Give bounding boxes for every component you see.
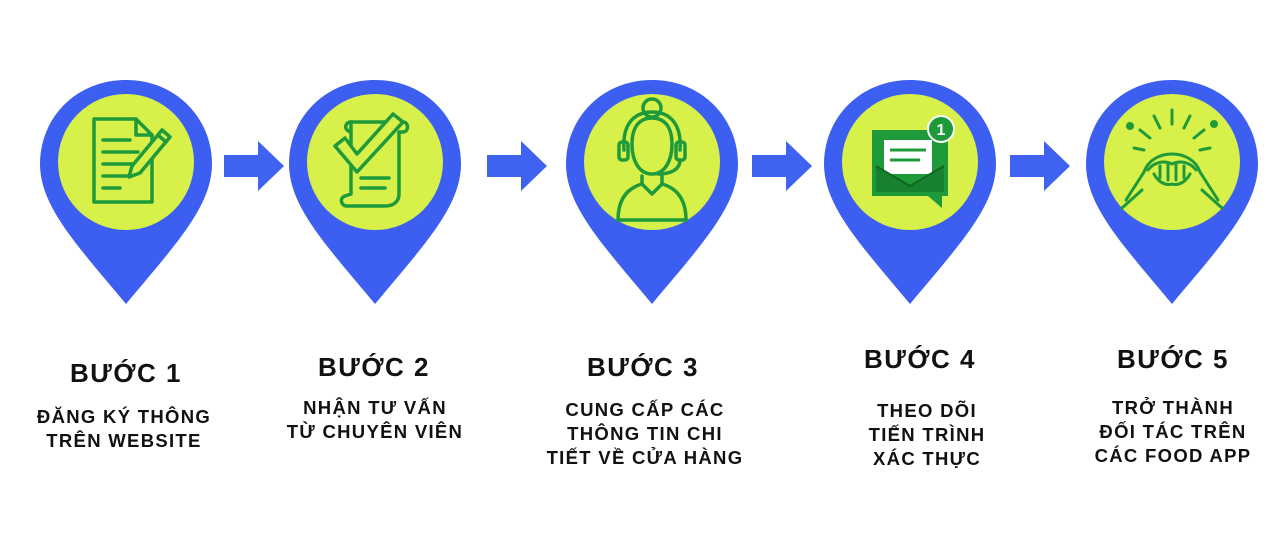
step-2-pin [285, 74, 465, 308]
step-5-description: TRỞ THÀNH ĐỐI TÁC TRÊN CÁC FOOD APP [1094, 397, 1252, 466]
step-3-description: CUNG CẤP CÁC THÔNG TIN CHI TIẾT VỀ CỬA H… [546, 399, 744, 468]
step-4-pin: 1 [820, 74, 1000, 308]
arrow-right-icon [222, 138, 286, 194]
document-pen-icon [92, 117, 172, 204]
notification-badge: 1 [937, 122, 946, 139]
step-4-description: THEO DÕI TIẾN TRÌNH XÁC THỰC [868, 400, 986, 469]
arrow-right-icon [750, 138, 814, 194]
step-2-title: BƯỚC 2 [318, 352, 430, 382]
checklist-scroll-icon [333, 112, 410, 208]
step-5-title: BƯỚC 5 [1117, 344, 1229, 374]
step-3-title: BƯỚC 3 [587, 352, 699, 382]
step-2-description: NHẬN TƯ VẤN TỪ CHUYÊN VIÊN [286, 397, 464, 442]
step-1-pin [36, 74, 216, 308]
step-4-title: BƯỚC 4 [864, 344, 976, 374]
handshake-icon [1120, 108, 1224, 210]
step-3-pin [562, 74, 742, 308]
step-1-title: BƯỚC 1 [70, 358, 182, 388]
arrow-right-icon [485, 138, 549, 194]
mail-notification-icon: 1 [872, 115, 955, 208]
step-1-description: ĐĂNG KÝ THÔNG TRÊN WEBSITE [36, 406, 212, 451]
step-5-pin [1082, 74, 1262, 308]
arrow-right-icon [1008, 138, 1072, 194]
headset-agent-icon [616, 97, 688, 222]
